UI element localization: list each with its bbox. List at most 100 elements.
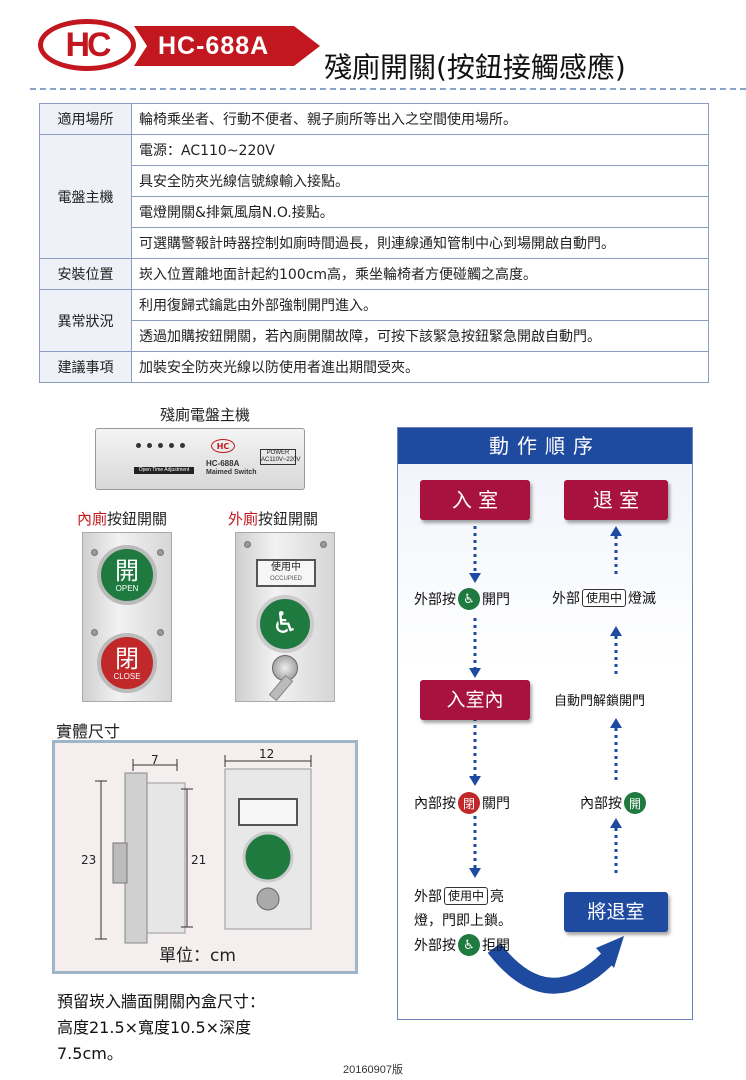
model-banner: HC-688A (134, 26, 320, 66)
main-unit-subtitle: Maimed Switch (206, 469, 257, 476)
spec-category: 建議事項 (39, 351, 132, 383)
spec-category: 異常狀況 (39, 289, 132, 352)
dimension-drawing (95, 755, 312, 944)
occupied-en: OCCUPIED (270, 576, 302, 582)
wheelchair-icon: ♿ (271, 606, 299, 641)
refuse-text: 拒開 (482, 938, 510, 954)
page-title: 殘廁開關(按鈕接觸感應) (324, 51, 626, 84)
reserve-line-1: 預留崁入牆面開關內盒尺寸： (57, 992, 266, 1011)
step-to-exit: 將退室 (564, 892, 668, 932)
outer-label-rest: 按鈕開關 (258, 510, 319, 528)
screw-icon (157, 629, 164, 636)
outer-switch-plate: 使用中 OCCUPIED ♿ (235, 532, 335, 702)
table-row: 異常狀況 利用復歸式鑰匙由外部強制開門進入。 (39, 289, 709, 352)
dim-7: 7 (151, 753, 159, 767)
inner-switch-label: 內廁按鈕開關 (77, 508, 167, 529)
spec-category: 電盤主機 (39, 134, 132, 259)
ext-press-text: 外部按 (414, 592, 456, 608)
logo-text: HC (65, 25, 111, 64)
table-row: 電燈開關&排氣風扇N.O.接點。 (40, 196, 709, 228)
screw-icon (91, 549, 98, 556)
table-row: 可選購警報計時器控制如廁時間過長，則連線通知管制中心到場開啟自動門。 (40, 227, 709, 259)
dim-21: 21 (191, 853, 207, 867)
step-auto-unlock: 自動門解鎖開門 (554, 694, 646, 709)
screw-icon (244, 541, 251, 548)
flow-title: 動作順序 (398, 428, 692, 464)
spec-item: 電源：AC110~220V (131, 134, 709, 166)
spec-item: 輪椅乘坐者、行動不便者、親子廁所等出入之空間使用場所。 (131, 103, 709, 135)
dimensions-label: 實體尺寸 (56, 722, 121, 741)
main-unit-label: 殘廁電盤主機 (160, 406, 251, 424)
spec-item: 崁入位置離地面計起約100cm高，乘坐輪椅者方便碰觸之高度。 (131, 258, 709, 290)
table-row: 電盤主機 電源：AC110~220V (39, 134, 709, 259)
screw-icon (320, 541, 327, 548)
inner-label-highlight: 內廁 (77, 510, 108, 528)
main-unit-image: Open Time Adjustment HC HC-688A Maimed S… (95, 428, 305, 490)
outer-label-highlight: 外廁 (228, 510, 259, 528)
close-icon: 閉 (458, 792, 480, 814)
close-en: CLOSE (113, 671, 141, 681)
table-row: 建議事項 加裝安全防夾光線以防使用者進出期間受夾。 (39, 351, 709, 383)
main-unit-logo: HC (211, 439, 235, 453)
reserve-line-2: 高度21.5×寬度10.5×深度 (57, 1018, 252, 1037)
table-row: 適用場所 輪椅乘坐者、行動不便者、親子廁所等出入之空間使用場所。 (39, 103, 709, 135)
ext-text: 外部 (414, 889, 442, 905)
occupied-icon: 使用中 (444, 887, 489, 905)
open-button-image: 開 OPEN (97, 545, 157, 605)
occupied-indicator: 使用中 OCCUPIED (256, 559, 316, 587)
spec-item: 加裝安全防夾光線以防使用者進出期間受夾。 (131, 351, 709, 383)
dimension-unit: 單位：cm (159, 946, 236, 966)
outer-switch-label: 外廁按鈕開關 (228, 508, 318, 529)
dimensions-panel: 7 12 23 21 單位：cm (52, 740, 358, 974)
reserve-line-3: 7.5cm。 (57, 1044, 123, 1063)
main-unit-bar: Open Time Adjustment (134, 467, 194, 474)
dim-23: 23 (81, 853, 97, 867)
step-in-room: 入室內 (420, 680, 530, 720)
spec-item: 具安全防夾光線信號線輸入接點。 (131, 165, 709, 197)
model-number: HC-688A (158, 31, 270, 60)
step-ext-lit: 外部 使用中 亮 (414, 886, 504, 906)
light-off-text: 燈滅 (628, 591, 657, 607)
header-divider (30, 88, 746, 90)
open-en: OPEN (115, 583, 139, 593)
step-ext-refuse: 外部按 ♿ 拒開 (414, 934, 510, 956)
version-stamp: 20160907版 (343, 1064, 403, 1076)
ext-text: 外部 (552, 591, 580, 607)
table-row: 具安全防夾光線信號線輸入接點。 (40, 165, 709, 197)
spec-item: 可選購警報計時器控制如廁時間過長，則連線通知管制中心到場開啟自動門。 (131, 227, 709, 259)
lit-text: 亮 (490, 889, 505, 905)
screw-icon (91, 629, 98, 636)
indicator-dots (136, 443, 185, 448)
flow-panel: 動作順序 入 室 退 室 外部按 ♿ 開門 (397, 427, 693, 1020)
occupied-text: 使用中 (271, 562, 301, 573)
brand-logo: HC (38, 19, 136, 71)
step-exit: 退 室 (564, 480, 668, 520)
inner-label-rest: 按鈕開關 (107, 510, 168, 528)
dim-12: 12 (259, 747, 275, 761)
ext-press-text: 外部按 (414, 938, 456, 954)
spec-item: 透過加購按鈕開關，若內廁開關故障，可按下該緊急按鈕緊急開啟自動門。 (131, 320, 709, 352)
open-glyph: 開 (115, 556, 139, 585)
spec-table: 適用場所 輪椅乘坐者、行動不便者、親子廁所等出入之空間使用場所。 電盤主機 電源… (39, 103, 709, 383)
table-row: 安裝位置 崁入位置離地面計起約100cm高，乘坐輪椅者方便碰觸之高度。 (39, 258, 709, 290)
int-press-text: 內部按 (580, 796, 622, 812)
open-icon: 開 (624, 792, 646, 814)
open-door-text: 開門 (482, 592, 510, 608)
power-spec: AC110V~220V (261, 457, 301, 463)
inner-switch-plate: 開 OPEN 閉 CLOSE (82, 532, 172, 702)
wheelchair-button-image: ♿ (256, 595, 314, 653)
step-enter: 入 室 (420, 480, 530, 520)
spec-item: 利用復歸式鑰匙由外部強制開門進入。 (131, 289, 709, 321)
step-ext-light-off: 外部 使用中 燈滅 (552, 588, 656, 608)
close-door-text: 關門 (482, 796, 510, 812)
key-icon (268, 674, 294, 702)
occupied-icon: 使用中 (582, 589, 627, 607)
close-button-image: 閉 CLOSE (97, 633, 157, 693)
step-locked: 燈，門即上鎖。 (414, 913, 512, 929)
spec-item: 電燈開關&排氣風扇N.O.接點。 (131, 196, 709, 228)
step-int-open: 內部按 開 (580, 792, 646, 814)
table-row: 透過加購按鈕開關，若內廁開關故障，可按下該緊急按鈕緊急開啟自動門。 (40, 320, 709, 352)
wheelchair-icon: ♿ (458, 934, 480, 956)
int-press-text: 內部按 (414, 796, 456, 812)
